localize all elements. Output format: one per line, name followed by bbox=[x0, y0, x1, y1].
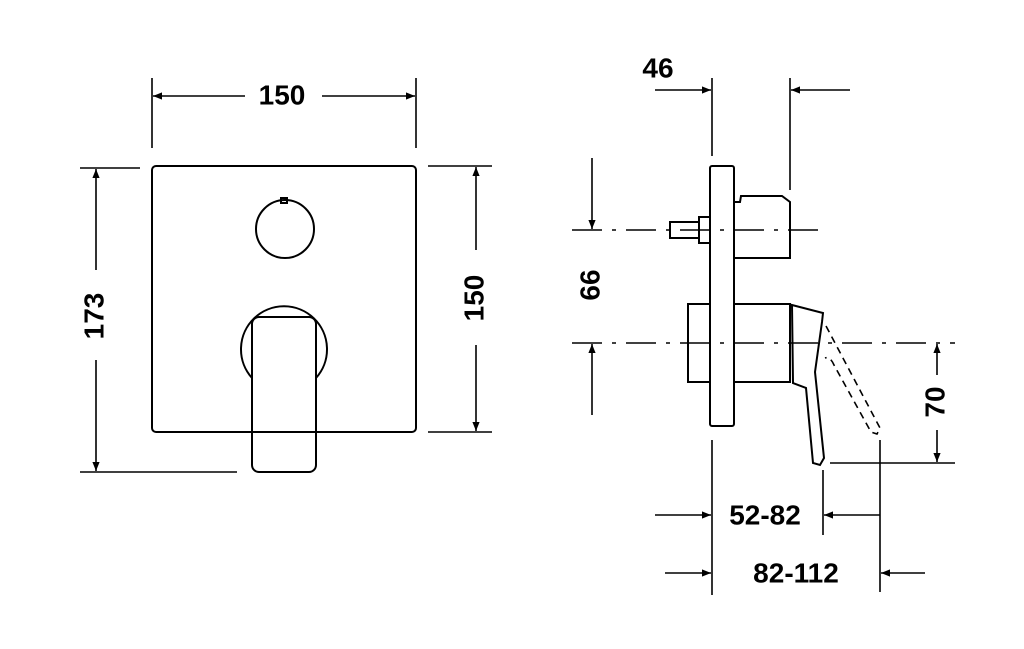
width-dimension: 150 bbox=[259, 79, 306, 110]
cover-plate bbox=[151, 165, 417, 433]
diverter-knob bbox=[255, 199, 315, 259]
knob-indicator bbox=[280, 197, 288, 204]
lever-alt-position bbox=[824, 325, 881, 435]
projection-short-dimension: 52-82 bbox=[729, 499, 801, 530]
depth-dimension: 46 bbox=[642, 52, 673, 83]
projection-long-dimension: 82-112 bbox=[753, 557, 839, 588]
lever-height-dimension: 70 bbox=[919, 386, 950, 417]
plate-height-dimension: 150 bbox=[458, 275, 489, 322]
escutcheon bbox=[240, 305, 328, 379]
side-cover-plate bbox=[709, 165, 735, 427]
front-view: 150 173 150 bbox=[78, 78, 492, 473]
mixer-handle bbox=[251, 316, 317, 473]
lever bbox=[790, 303, 826, 467]
center-distance-dimension: 66 bbox=[574, 269, 605, 300]
diverter-housing bbox=[734, 195, 791, 259]
overall-height-dimension: 173 bbox=[78, 293, 109, 340]
side-view: 46 66 70 52-82 82-112 bbox=[572, 52, 955, 595]
